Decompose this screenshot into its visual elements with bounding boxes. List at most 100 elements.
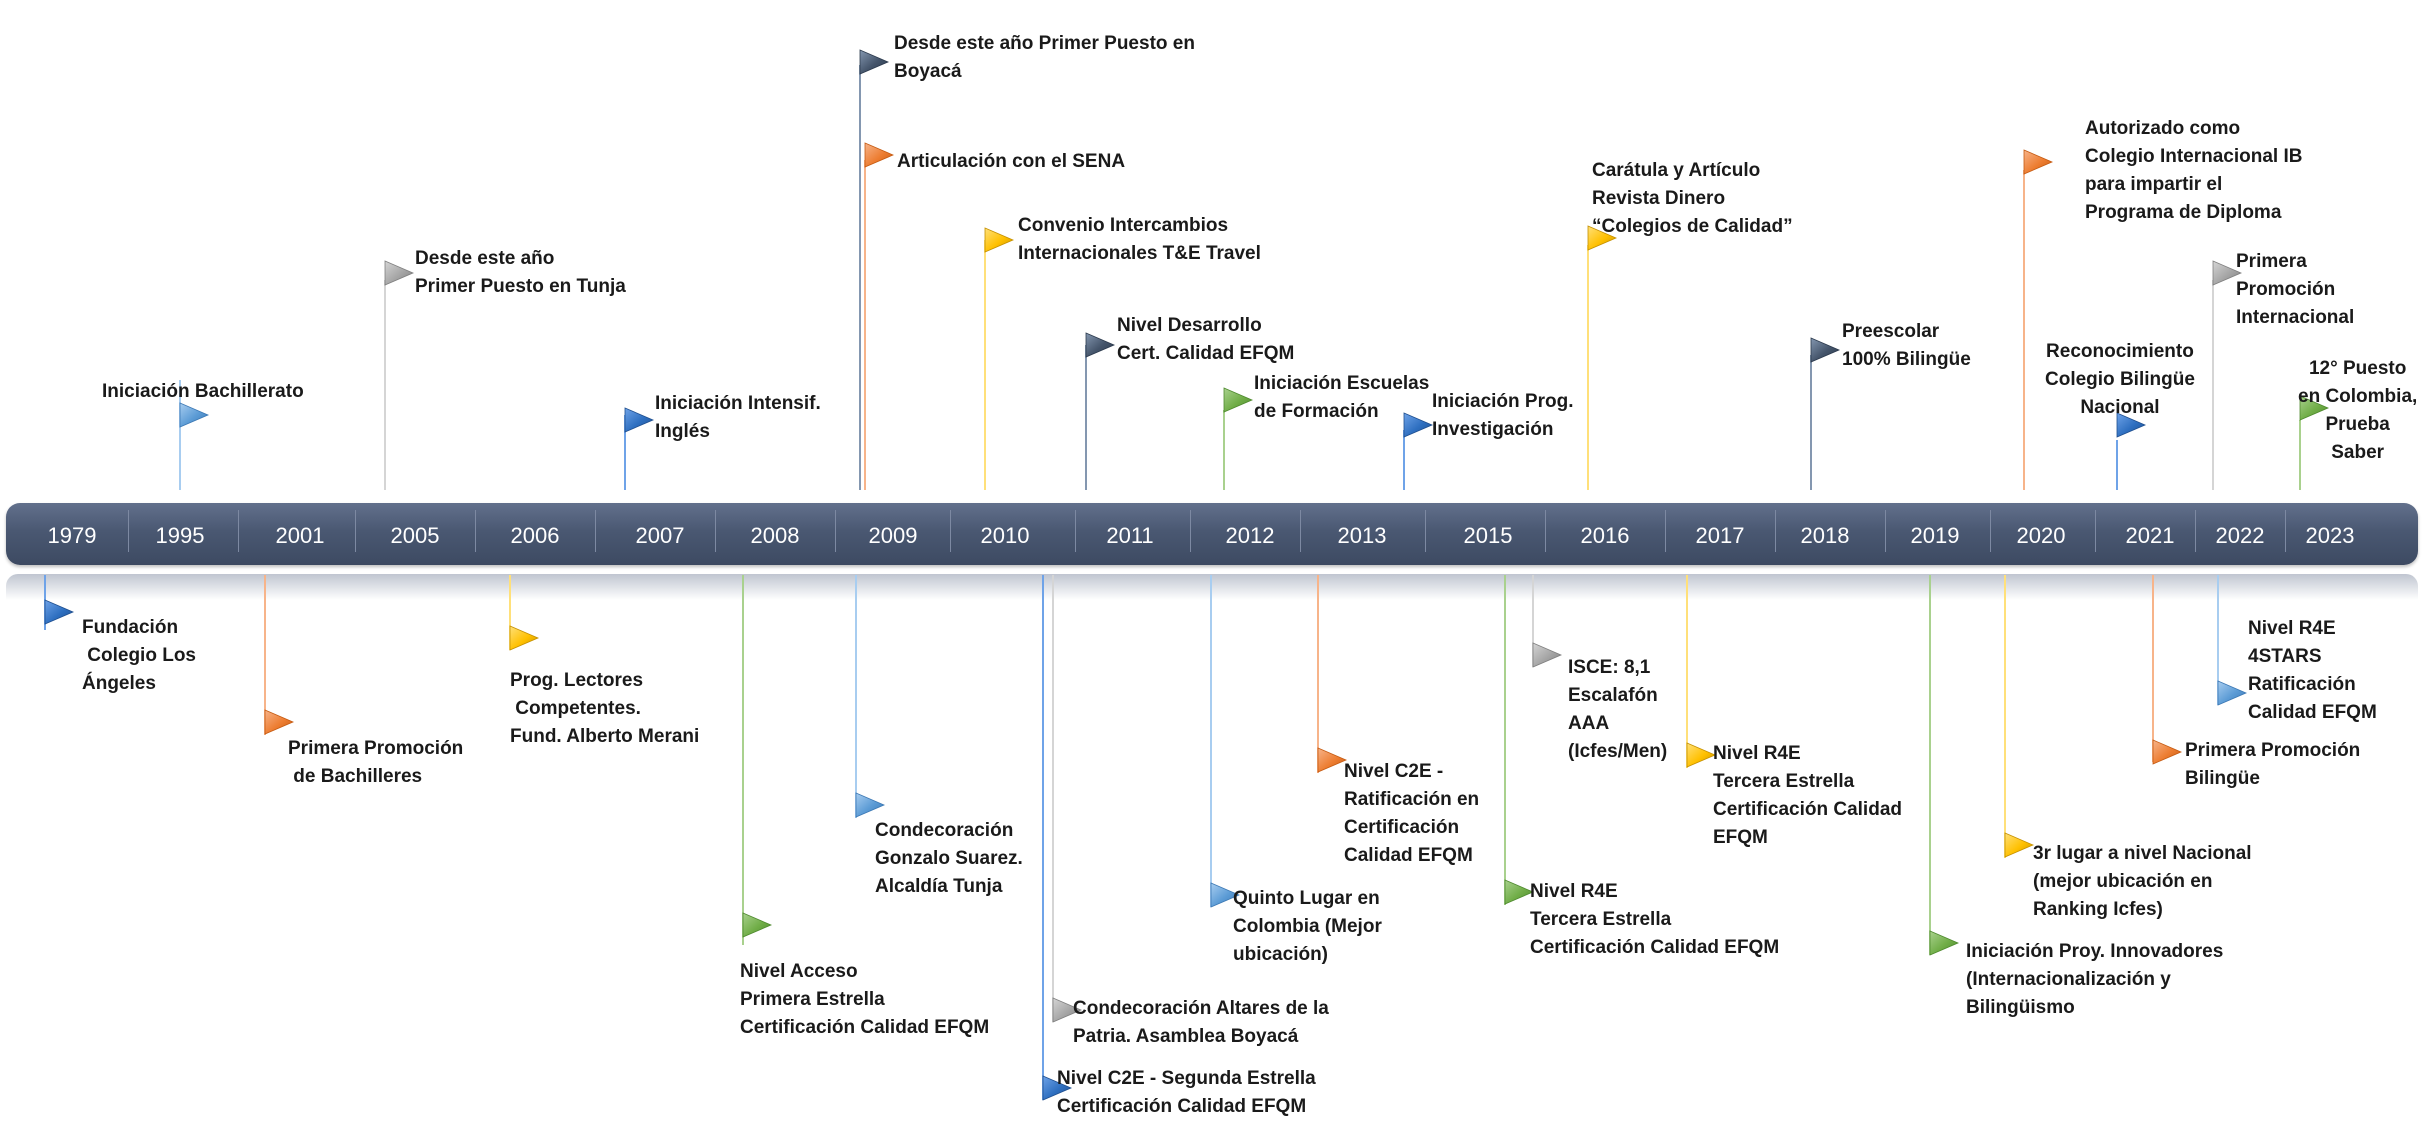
flag-marker-icon: [384, 260, 415, 286]
year-label-1995: 1995: [155, 523, 205, 548]
flag-marker-icon: [624, 407, 655, 433]
event-label-2020: Autorizado como Colegio Internacional IB…: [2085, 118, 2303, 223]
flag-marker-icon: [44, 599, 75, 625]
flag-marker-icon: [1504, 879, 1535, 905]
event-label-2016: Carátula y Artículo Revista Dinero “Cole…: [1592, 160, 1793, 237]
event-label-2011: Nivel Desarrollo Cert. Calidad EFQM: [1117, 315, 1295, 364]
year-separator: [355, 510, 356, 552]
event-label-2012: Quinto Lugar en Colombia (Mejor ubicació…: [1233, 888, 1382, 965]
year-label-2010: 2010: [980, 523, 1030, 548]
event-label-2009: Condecoración Gonzalo Suarez. Alcaldía T…: [875, 820, 1023, 897]
flag-marker-icon: [1210, 882, 1241, 908]
year-separator: [2285, 510, 2286, 552]
event-label-2021: Primera Promoción Bilingüe: [2185, 740, 2361, 789]
event-label-2009: Articulación con el SENA: [897, 151, 1126, 172]
flag-marker-icon: [855, 792, 886, 818]
year-separator: [1990, 510, 1991, 552]
event-label-2010: Convenio Intercambios Internacionales T&…: [1018, 215, 1261, 264]
flag-marker-icon: [1810, 337, 1841, 363]
year-label-2016: 2016: [1580, 523, 1630, 548]
flag-marker-icon: [1403, 412, 1434, 438]
year-separator: [950, 510, 951, 552]
year-label-2009: 2009: [868, 523, 918, 548]
year-label-2001: 2001: [275, 523, 325, 548]
year-label-2017: 2017: [1695, 523, 1745, 548]
year-separator: [715, 510, 716, 552]
event-label-2009: Desde este año Primer Puesto en Boyacá: [894, 33, 1195, 82]
year-label-2013: 2013: [1337, 523, 1387, 548]
flag-marker-icon: [984, 227, 1015, 253]
flag-marker-icon: [742, 912, 773, 938]
flag-marker-icon: [2116, 412, 2147, 438]
year-label-2022: 2022: [2215, 523, 2265, 548]
event-label-2023: 12° Puesto en Colombia, Prueba Saber: [2298, 358, 2418, 463]
year-label-2019: 2019: [1910, 523, 1960, 548]
flag-marker-icon: [509, 625, 540, 651]
flag-marker-icon: [1085, 332, 1116, 358]
flag-marker-icon: [2217, 680, 2248, 706]
flag-marker-icon: [1686, 742, 1717, 768]
flag-marker-icon: [1052, 997, 1083, 1023]
year-label-2012: 2012: [1225, 523, 1275, 548]
event-label-2022: Nivel R4E 4STARS Ratificación Calidad EF…: [2248, 618, 2377, 723]
event-label-2018: Preescolar 100% Bilingüe: [1842, 321, 1971, 370]
year-label-2018: 2018: [1800, 523, 1850, 548]
year-label-2007: 2007: [635, 523, 685, 548]
flag-marker-icon: [2004, 832, 2035, 858]
flag-marker-icon: [864, 142, 895, 168]
event-label-2007: Iniciación Intensif. Inglés: [655, 393, 821, 442]
year-separator: [2095, 510, 2096, 552]
flag-marker-icon: [1532, 642, 1563, 668]
year-separator: [1665, 510, 1666, 552]
year-label-2008: 2008: [750, 523, 800, 548]
year-separator: [128, 510, 129, 552]
event-label-2008: Nivel Acceso Primera Estrella Certificac…: [740, 961, 990, 1038]
year-label-1979: 1979: [47, 523, 97, 548]
flag-marker-icon: [1042, 1075, 1073, 1101]
flag-marker-icon: [1587, 225, 1618, 251]
year-separator: [1775, 510, 1776, 552]
event-label-2015: ISCE: 8,1 Escalafón AAA (Icfes/Men): [1568, 657, 1668, 762]
flag-marker-icon: [2212, 260, 2243, 286]
flag-marker-icon: [2023, 149, 2054, 175]
year-label-2023: 2023: [2305, 523, 2355, 548]
year-label-2021: 2021: [2125, 523, 2175, 548]
event-label-2010: Nivel C2E - Segunda Estrella Certificaci…: [1057, 1068, 1316, 1117]
flag-marker-icon: [179, 402, 210, 428]
year-label-2005: 2005: [390, 523, 440, 548]
year-separator: [475, 510, 476, 552]
event-label-1995: Iniciación Bachillerato: [102, 381, 304, 402]
event-label-2015: Nivel R4E Tercera Estrella Certificación…: [1530, 881, 1780, 958]
event-label-2013: Nivel C2E - Ratificación en Certificació…: [1344, 761, 1480, 866]
year-separator: [1425, 510, 1426, 552]
event-label-2022: Primera Promoción Internacional: [2236, 251, 2355, 328]
flag-marker-icon: [1929, 930, 1960, 956]
event-label-2005: Desde este año Primer Puesto en Tunja: [415, 248, 626, 297]
year-separator: [595, 510, 596, 552]
event-label-2013: Iniciación Prog. Investigación: [1432, 391, 1574, 440]
flag-marker-icon: [2152, 739, 2183, 765]
year-separator: [1300, 510, 1301, 552]
year-label-2015: 2015: [1463, 523, 1513, 548]
year-separator: [835, 510, 836, 552]
event-label-2020: 3r lugar a nivel Nacional (mejor ubicaci…: [2033, 843, 2252, 920]
event-label-1979: Fundación Colegio Los Ángeles: [82, 617, 196, 694]
event-label-2017: Nivel R4E Tercera Estrella Certificación…: [1713, 743, 1902, 848]
flag-marker-icon: [264, 709, 295, 735]
event-label-2021: Reconocimiento Colegio Bilingüe Nacional: [2045, 341, 2195, 418]
event-label-2006: Prog. Lectores Competentes. Fund. Albert…: [510, 670, 700, 747]
timeline-bar: [6, 503, 2418, 565]
flag-marker-icon: [2299, 395, 2330, 421]
flag-marker-icon: [1317, 747, 1348, 773]
year-separator: [2195, 510, 2196, 552]
year-label-2011: 2011: [1106, 523, 1154, 548]
year-separator: [1885, 510, 1886, 552]
year-separator: [1545, 510, 1546, 552]
event-label-2012: Iniciación Escuelas de Formación: [1254, 373, 1430, 422]
event-label-2019: Iniciación Proy. Innovadores (Internacio…: [1966, 941, 2224, 1018]
year-label-2006: 2006: [510, 523, 560, 548]
event-label-2001: Primera Promoción de Bachilleres: [288, 738, 464, 787]
year-label-2020: 2020: [2016, 523, 2066, 548]
